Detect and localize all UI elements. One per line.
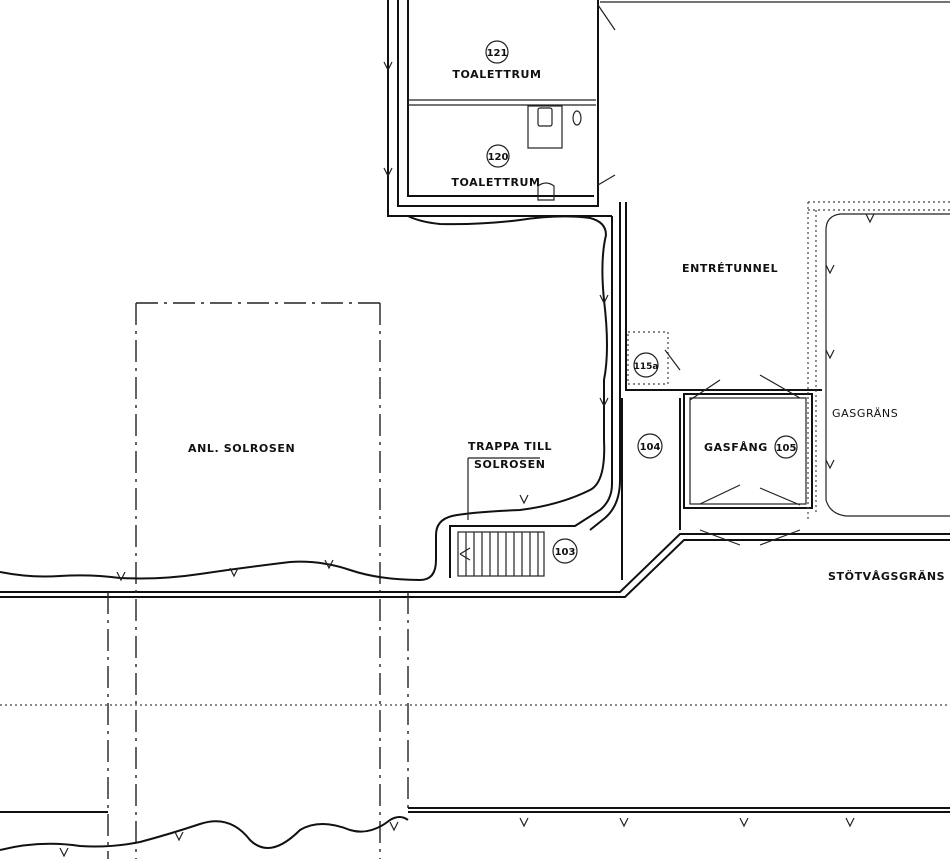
room-120-name: TOALETTRUM — [451, 176, 540, 189]
room-104-number: 104 — [640, 442, 661, 453]
room-121-badge: 121 — [485, 40, 509, 64]
tick-marks — [59, 61, 875, 858]
excavation-edge-lower — [0, 816, 409, 851]
stotvagsgrans-label: STÖTVÅGSGRÄNS — [828, 569, 945, 583]
anl-solrosen-label: ANL. SOLROSEN — [188, 442, 295, 455]
room-121-number: 121 — [487, 48, 508, 59]
room-120-badge: 120 — [486, 144, 510, 168]
gas-lock-room — [683, 374, 813, 546]
stair — [457, 531, 545, 577]
excavation-edge-upper — [0, 215, 608, 582]
room-115a-outline — [627, 331, 681, 385]
toilet-block-walls — [387, 0, 950, 217]
room-103-number: 103 — [555, 547, 576, 558]
toilet-fixture — [527, 105, 582, 201]
room-105-number: 105 — [776, 443, 797, 454]
ground-lines — [0, 704, 950, 813]
room-104-badge: 104 — [637, 433, 663, 459]
room-105-name: GASFÅNG — [704, 441, 768, 454]
solrosen-stair-label: SOLROSEN — [474, 458, 546, 471]
room-121-name: TOALETTRUM — [452, 68, 541, 81]
gas-boundary-outline — [807, 201, 950, 520]
room-105-badge: 105 — [774, 435, 798, 459]
entretunnel-label: ENTRÉTUNNEL — [682, 262, 778, 275]
solrosen-outline — [107, 302, 409, 859]
room-115a-number: 115a — [634, 362, 659, 372]
room-103-badge: 103 — [552, 538, 578, 564]
trappa-till-label: TRAPPA TILL — [468, 440, 552, 453]
stair-leader-line — [467, 457, 540, 520]
gasgrans-label: GASGRÄNS — [832, 407, 898, 420]
room-120-number: 120 — [488, 152, 509, 163]
room-115a-badge: 115a — [633, 352, 659, 378]
entrance-tunnel-walls — [0, 202, 950, 598]
